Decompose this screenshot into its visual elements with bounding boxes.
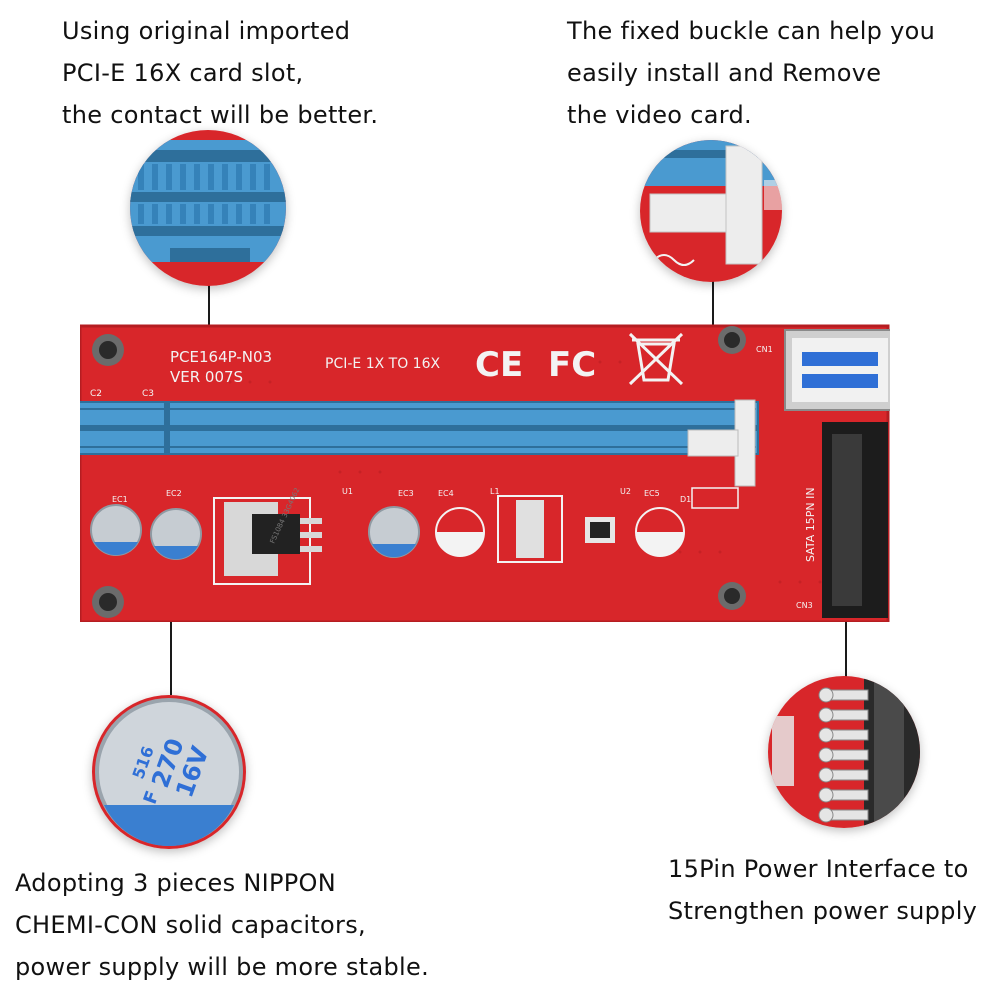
capacitor-footprints (435, 507, 685, 557)
pcb-vias (228, 360, 822, 584)
caption-line: the contact will be better. (62, 101, 379, 129)
ec4-label: EC4 (438, 489, 454, 498)
capacitor-ec3 (368, 506, 420, 558)
caption-buckle: The fixed buckle can help you easily ins… (567, 10, 935, 136)
l1-label: L1 (490, 487, 500, 496)
caption-line: easily install and Remove (567, 59, 882, 87)
caption-slot: Using original imported PCI-E 16X card s… (62, 10, 378, 136)
board-version-text: VER 007S (170, 368, 243, 386)
caption-line: Strengthen power supply (668, 897, 978, 925)
pcie-16x-slot (77, 401, 759, 455)
ec2-label: EC2 (166, 489, 182, 498)
c2-label: C2 (90, 389, 102, 399)
caption-line: the video card. (567, 101, 752, 129)
diode-footprint (691, 487, 739, 509)
zoom-circle-slot (130, 130, 286, 286)
caption-line: 15Pin Power Interface to (668, 855, 969, 883)
board-description-text: PCI-E 1X TO 16X (325, 356, 440, 372)
weee-bin-icon (628, 332, 684, 386)
slot-buckle (687, 399, 756, 487)
caption-line: CHEMI-CON solid capacitors, (15, 911, 366, 939)
zoom-power-drawing (768, 676, 920, 828)
sata-power-connector (822, 422, 888, 618)
d1-label: D1 (680, 495, 691, 504)
riser-board-drawing: PCE164P-N03 VER 007S PCI-E 1X TO 16X CE … (77, 324, 896, 624)
caption-line: The fixed buckle can help you (567, 17, 936, 45)
zoom-circle-capacitor: 516 F 270 16V (92, 695, 246, 849)
capacitor-ec2 (150, 508, 202, 560)
ce-mark: CE (475, 345, 523, 385)
ec5-label: EC5 (644, 489, 660, 498)
mounting-holes (92, 326, 746, 618)
ec1-label: EC1 (112, 495, 128, 504)
caption-line: Adopting 3 pieces NIPPON (15, 869, 336, 897)
zoom-slot-drawing (130, 130, 286, 286)
ec3-label: EC3 (398, 489, 414, 498)
zoom-circle-buckle (640, 140, 782, 282)
zoom-circle-power (768, 676, 920, 828)
caption-line: power supply will be more stable. (15, 953, 429, 981)
sata-label: SATA 15PN IN (804, 487, 817, 562)
zoom-capacitor-drawing: 516 F 270 16V (92, 695, 246, 849)
board-model-text: PCE164P-N03 (170, 348, 272, 366)
caption-power: 15Pin Power Interface to Strengthen powe… (668, 848, 977, 932)
cn3-label: CN3 (796, 601, 813, 610)
slot-pins (80, 408, 756, 448)
caption-line: PCI-E 16X card slot, (62, 59, 304, 87)
capacitor-ec1 (90, 504, 142, 556)
fc-mark: FC (548, 345, 596, 385)
cn1-label: CN1 (756, 345, 773, 354)
chip-u2 (585, 517, 615, 543)
c3-label: C3 (142, 389, 154, 399)
usb3-port (784, 329, 896, 411)
inductor-footprint (497, 495, 563, 563)
riser-board: PCE164P-N03 VER 007S PCI-E 1X TO 16X CE … (77, 322, 896, 624)
u1-label: U1 (342, 487, 353, 496)
caption-line: Using original imported (62, 17, 351, 45)
zoom-buckle-drawing (640, 140, 782, 282)
voltage-regulator (213, 497, 322, 585)
u2-label: U2 (620, 487, 631, 496)
caption-capacitors: Adopting 3 pieces NIPPON CHEMI-CON solid… (15, 862, 429, 988)
